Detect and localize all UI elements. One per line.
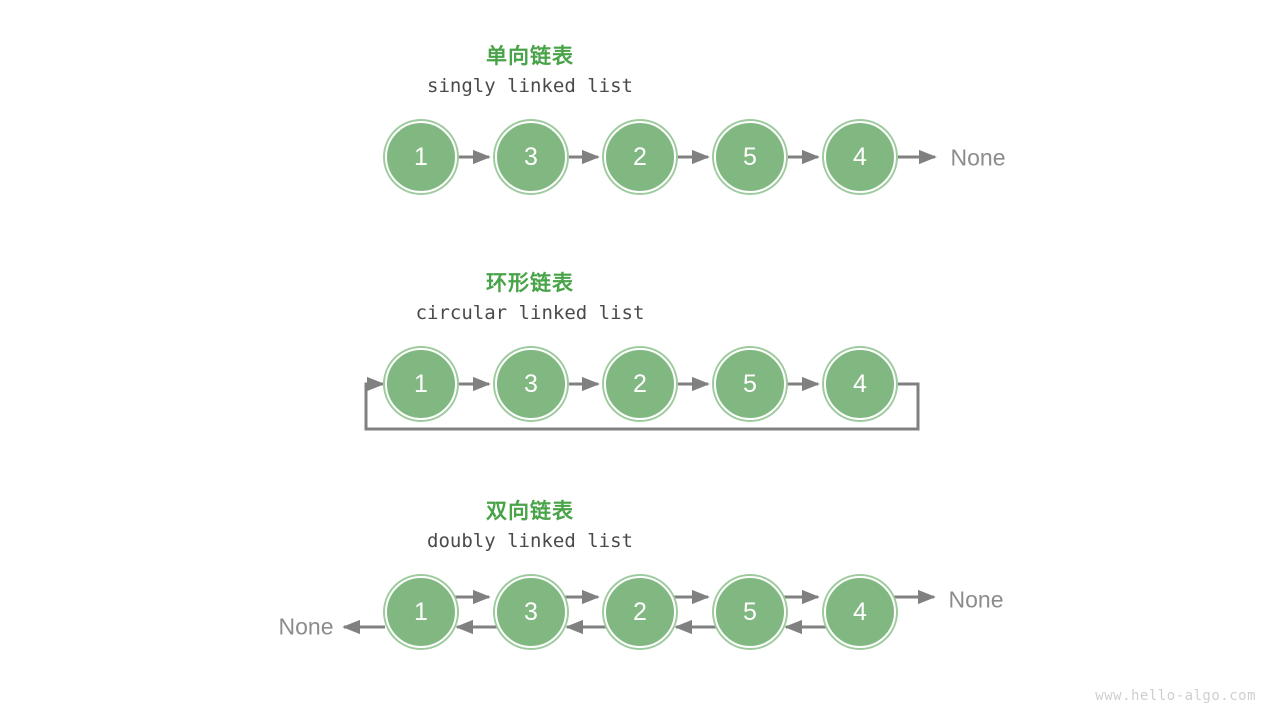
singly-section-subtitle: singly linked list [427,75,633,97]
node-value: 4 [853,369,867,398]
watermark: www.hello-algo.com [1095,688,1256,704]
node-value: 3 [524,369,538,398]
doubly-node-2[interactable]: 3 [495,576,567,648]
node-value: 1 [414,369,428,398]
doubly-section-subtitle: doubly linked list [427,530,633,552]
singly-node-3[interactable]: 2 [604,121,676,193]
singly-node-1[interactable]: 1 [385,121,457,193]
node-value: 3 [524,142,538,171]
node-value: 5 [743,369,757,398]
node-value: 1 [414,597,428,626]
node-value: 5 [743,597,757,626]
node-value: 5 [743,142,757,171]
circular-section-subtitle: circular linked list [415,302,645,324]
doubly-node-5[interactable]: 4 [824,576,896,648]
doubly-node-3[interactable]: 2 [604,576,676,648]
doubly-node-4[interactable]: 5 [714,576,786,648]
circular-node-2[interactable]: 3 [495,348,567,420]
node-value: 2 [633,369,647,398]
circular-section-title: 环形链表 [486,272,574,295]
singly-node-5[interactable]: 4 [824,121,896,193]
node-value: 1 [414,142,428,171]
singly-none-label: None [950,144,1006,171]
node-value: 3 [524,597,538,626]
singly-node-4[interactable]: 5 [714,121,786,193]
circular-node-1[interactable]: 1 [385,348,457,420]
doubly-none-label-left: None [278,613,334,640]
circular-node-4[interactable]: 5 [714,348,786,420]
circular-node-5[interactable]: 4 [824,348,896,420]
singly-section-title: 单向链表 [486,45,574,68]
singly-node-2[interactable]: 3 [495,121,567,193]
doubly-none-label-right: None [948,586,1004,613]
node-value: 4 [853,142,867,171]
doubly-node-1[interactable]: 1 [385,576,457,648]
node-value: 2 [633,142,647,171]
doubly-section-title: 双向链表 [486,500,574,523]
node-value: 2 [633,597,647,626]
node-value: 4 [853,597,867,626]
circular-node-3[interactable]: 2 [604,348,676,420]
